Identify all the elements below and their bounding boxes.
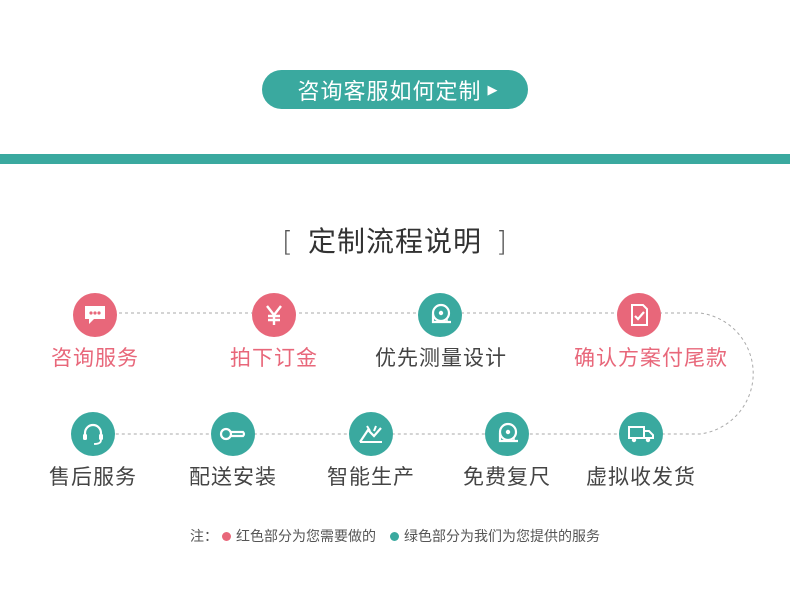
headset-icon (71, 412, 115, 456)
bracket-close: ] (496, 225, 508, 258)
legend-note: 注： 红色部分为您需要做的 绿色部分为我们为您提供的服务 (0, 526, 790, 546)
checklist-icon (617, 293, 661, 337)
consult-button-label: 咨询客服如何定制 (297, 79, 482, 105)
yen-icon (252, 293, 296, 337)
note-red-text: 红色部分为您需要做的 (236, 529, 376, 545)
play-arrow-icon: ▶ (487, 83, 499, 98)
note-prefix: 注： (190, 529, 218, 545)
step-pay-deposit: 拍下订金 (209, 293, 339, 372)
step-virtual-delivery: 虚拟收发货 (576, 412, 706, 491)
tape-measure-icon (418, 293, 462, 337)
step-smart-production: 智能生产 (306, 412, 436, 491)
note-green-text: 绿色部分为我们为您提供的服务 (404, 529, 600, 545)
step-delivery-install: 配送安装 (168, 412, 298, 491)
step-label: 优先测量设计 (375, 346, 507, 370)
step-consult-service: 咨询服务 (30, 293, 160, 372)
green-dot-icon (390, 532, 399, 541)
red-dot-icon (222, 532, 231, 541)
wrench-icon (211, 412, 255, 456)
truck-icon (619, 412, 663, 456)
step-label: 咨询服务 (51, 346, 139, 370)
step-after-sales: 售后服务 (28, 412, 158, 491)
step-label: 售后服务 (49, 465, 137, 489)
tape-measure-icon (485, 412, 529, 456)
divider-band (0, 154, 790, 164)
bracket-open: [ (282, 225, 294, 258)
step-label: 免费复尺 (463, 465, 551, 489)
section-title: [ 定制流程说明] (0, 220, 790, 260)
step-measure-design: 优先测量设计 (375, 293, 507, 372)
step-label: 确认方案付尾款 (574, 346, 728, 370)
step-label: 智能生产 (327, 465, 415, 489)
consult-customization-button[interactable]: 咨询客服如何定制 ▶ (262, 70, 528, 109)
section-title-text: 定制流程说明 (307, 225, 482, 258)
machine-icon (349, 412, 393, 456)
chat-bubble-icon (73, 293, 117, 337)
step-label: 虚拟收发货 (586, 465, 696, 489)
step-confirm-plan: 确认方案付尾款 (574, 293, 728, 372)
step-label: 拍下订金 (230, 346, 318, 370)
step-label: 配送安装 (189, 465, 277, 489)
step-free-remeasure: 免费复尺 (442, 412, 572, 491)
